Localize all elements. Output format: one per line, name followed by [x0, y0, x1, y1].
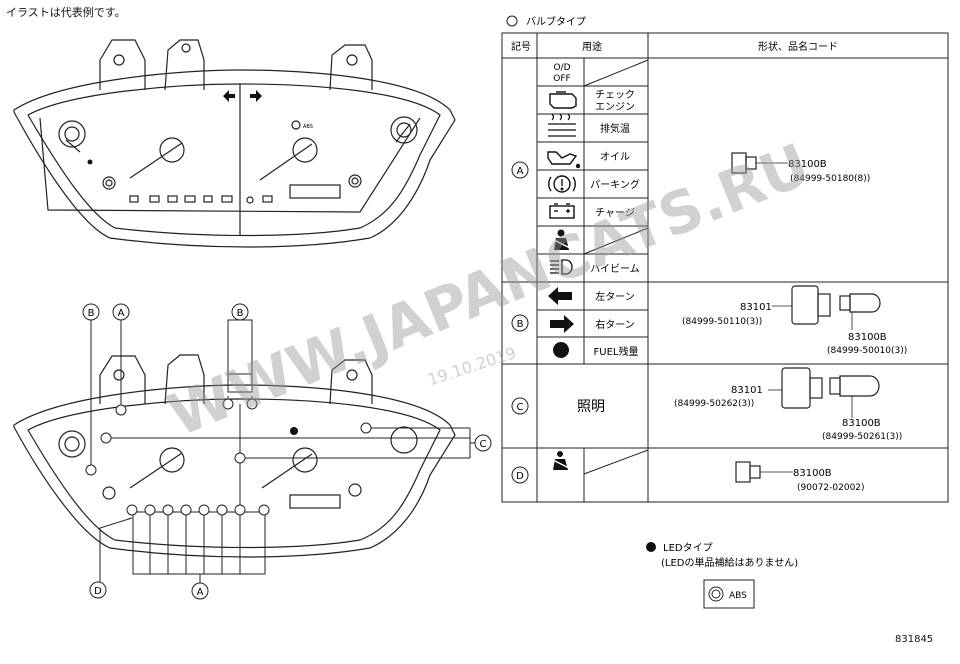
turn-arrows-top — [87, 90, 262, 165]
check-engine-label-2: エンジン — [595, 102, 635, 113]
group-symbol-circles — [511, 161, 529, 484]
group-d-symbol: D — [516, 471, 524, 482]
part-a-sub: (84999-50180(8)) — [790, 174, 870, 184]
led-position-marker — [290, 427, 298, 435]
callout-d: D — [94, 586, 102, 597]
bulb-socket-b-icon — [772, 285, 831, 325]
header-shape-code: 形状、品名コード — [758, 40, 838, 53]
bulb-type-marker — [506, 15, 518, 27]
figure-code: 831845 — [895, 634, 934, 645]
bulb-type-label: バルブタイプ — [526, 15, 586, 28]
illumination-label: 照明 — [577, 399, 605, 415]
bulb-socket-c-icon — [768, 367, 823, 409]
left-turn-label: 左ターン — [595, 290, 635, 303]
check-engine-label-1: チェック — [595, 89, 635, 101]
abs-label-cluster: ABS — [303, 124, 313, 130]
led-type-label: LEDタイプ — [663, 542, 713, 554]
abs-led-label: ABS — [729, 591, 747, 601]
fuel-label: FUEL残量 — [594, 345, 639, 358]
callout-b-left: B — [88, 308, 95, 319]
abs-led-icon — [703, 579, 755, 609]
group-a-symbol: A — [517, 166, 524, 177]
left-turn-icon — [548, 287, 572, 305]
check-engine-icon — [549, 91, 577, 109]
illustration-note: イラストは代表例です。 — [6, 6, 126, 19]
exhaust-temp-label: 排気温 — [600, 122, 630, 135]
callout-c: C — [480, 439, 487, 450]
right-turn-icon — [550, 315, 574, 333]
callout-a-top: A — [118, 308, 125, 319]
parts-table-grid — [501, 32, 949, 503]
part-b1-sub: (84999-50110(3)) — [682, 317, 762, 327]
oil-label: オイル — [600, 151, 630, 163]
group-c-symbol: C — [517, 402, 524, 413]
part-d-sub: (90072-02002) — [797, 483, 865, 493]
bulb-socket-a-icon — [731, 152, 788, 174]
bulb-socket-d-icon — [735, 461, 793, 483]
header-symbol: 記号 — [511, 40, 531, 53]
part-c2-sub: (84999-50261(3)) — [822, 432, 902, 442]
parking-brake-icon — [548, 175, 576, 193]
seatbelt-icon — [553, 229, 571, 250]
od-off-icon-text: OFF — [553, 74, 570, 84]
cluster-bottom-view — [13, 354, 456, 558]
wedge-bulb-b-icon — [839, 293, 881, 330]
part-c1-code: 83101 — [731, 385, 763, 396]
part-c2-code: 83100B — [842, 418, 881, 429]
callout-circles — [82, 303, 492, 600]
watermark-date: 19.10.2019 — [425, 343, 518, 389]
cluster-top-view — [13, 39, 456, 248]
oil-icon — [547, 151, 581, 169]
part-c1-sub: (84999-50262(3)) — [674, 399, 754, 409]
charge-label: チャージ — [595, 207, 635, 219]
exhaust-temp-icon — [548, 113, 576, 137]
group-b-symbol: B — [517, 319, 524, 330]
wedge-bulb-c-icon — [829, 375, 880, 418]
parking-label: パーキング — [590, 178, 640, 191]
bulb-position-markers — [85, 398, 372, 516]
led-note: (LEDの単品補給はありません) — [661, 556, 798, 569]
part-b2-sub: (84999-50010(3)) — [827, 346, 907, 356]
header-usage: 用途 — [582, 40, 602, 53]
part-b2-code: 83100B — [848, 332, 887, 343]
high-beam-label: ハイビーム — [590, 263, 640, 275]
od-off-icon: O/D — [553, 63, 570, 73]
callout-b-center: B — [237, 308, 244, 319]
fuel-dot-icon — [553, 342, 569, 358]
part-d-code: 83100B — [793, 468, 832, 479]
right-turn-label: 右ターン — [595, 318, 635, 331]
charge-icon — [549, 203, 575, 219]
part-a-code: 83100B — [788, 159, 827, 170]
high-beam-icon — [550, 259, 573, 275]
part-b1-code: 83101 — [740, 302, 772, 313]
led-type-marker — [646, 542, 656, 552]
callout-a-bottom: A — [197, 587, 204, 598]
seatbelt-warning-icon — [552, 451, 570, 470]
